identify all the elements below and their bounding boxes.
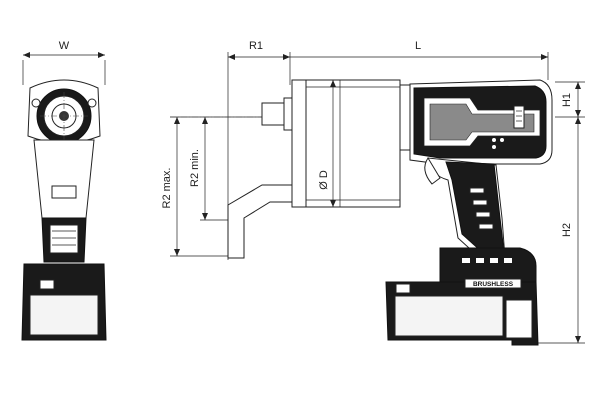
width-label: W [59,40,70,52]
h2-label: H2 [561,223,573,237]
r2-max-label: R2 max. [161,168,173,209]
h1-label: H1 [561,93,573,107]
gearbox-cylinder [305,79,401,208]
side-view: R1 L H1 H2 R2 max. R2 min. [161,40,585,346]
reaction-arm [227,184,293,259]
battery-brand-text: BRUSHLESS [473,281,514,288]
square-drive [261,102,285,126]
r1-label: R1 [249,40,263,52]
front-view: W [21,40,107,341]
length-label: L [415,40,421,52]
diameter-label: Ø D [318,170,330,190]
r2-min-label: R2 min. [189,149,201,187]
